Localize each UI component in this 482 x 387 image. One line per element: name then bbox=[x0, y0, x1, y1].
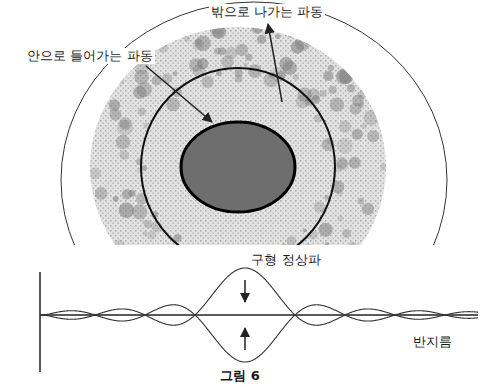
texture-blotch bbox=[347, 84, 355, 92]
texture-blotch bbox=[349, 242, 356, 245]
standing-wave-graph bbox=[40, 268, 478, 372]
texture-blotch bbox=[201, 76, 213, 88]
texture-blotch bbox=[339, 120, 351, 132]
texture-blotch bbox=[236, 44, 248, 56]
texture-blotch bbox=[133, 86, 146, 99]
texture-blotch bbox=[349, 157, 361, 169]
texture-blotch bbox=[143, 231, 148, 236]
texture-blotch bbox=[118, 78, 124, 84]
texture-blotch bbox=[193, 39, 204, 50]
outgoing-arrow bbox=[268, 24, 282, 102]
texture-blotch bbox=[210, 24, 224, 38]
sphere-figure bbox=[61, 2, 447, 245]
middle-circle bbox=[141, 68, 335, 245]
texture-blotch bbox=[303, 229, 307, 233]
texture-blotch bbox=[95, 187, 108, 200]
texture-blotch bbox=[293, 74, 299, 80]
wave-curve bbox=[42, 305, 478, 362]
texture-blotch bbox=[147, 231, 156, 240]
texture-blotch bbox=[288, 32, 294, 38]
figure-caption: 그림 6 bbox=[218, 368, 262, 384]
texture-blotch bbox=[117, 120, 133, 136]
texture-blotch bbox=[89, 167, 101, 179]
texture-blotch bbox=[109, 99, 121, 111]
down-arrow bbox=[244, 280, 246, 302]
texture-blotch bbox=[281, 243, 288, 245]
texture-blotch bbox=[325, 242, 329, 245]
texture-blotch bbox=[319, 223, 333, 237]
texture-blotch bbox=[119, 150, 129, 160]
texture-blotch bbox=[221, 56, 234, 69]
texture-blotch bbox=[275, 34, 280, 39]
texture-blotch bbox=[162, 73, 173, 84]
texture-blotch bbox=[214, 48, 221, 55]
texture-blotch bbox=[116, 135, 130, 149]
texture-blotch bbox=[342, 229, 351, 238]
texture-blotch bbox=[330, 97, 344, 111]
texture-blotch bbox=[138, 108, 146, 116]
texture-blotch bbox=[303, 244, 313, 245]
texture-blotch bbox=[134, 70, 149, 85]
incoming-arrow bbox=[146, 66, 212, 122]
texture-blotch bbox=[324, 195, 329, 200]
texture-blotch bbox=[352, 129, 363, 140]
texture-blotch bbox=[243, 63, 247, 67]
texture-blotch bbox=[323, 71, 333, 81]
texture-blotch bbox=[142, 219, 146, 223]
texture-blotch bbox=[173, 71, 178, 76]
wave-curve bbox=[42, 268, 478, 325]
texture-blotch bbox=[337, 190, 343, 196]
texture-blotch bbox=[251, 21, 264, 34]
texture-blotch bbox=[184, 36, 190, 42]
texture-blotch bbox=[337, 215, 343, 221]
texture-blotch bbox=[112, 239, 126, 245]
texture-blotch bbox=[337, 138, 353, 154]
graph-title-label: 구형 정상파 bbox=[249, 252, 322, 268]
texture-blotch bbox=[361, 123, 367, 129]
texture-blotch bbox=[287, 236, 297, 245]
vertical-axis bbox=[39, 272, 41, 372]
wave-curves bbox=[42, 268, 478, 362]
texture-blotch bbox=[381, 163, 388, 170]
texture-blotch bbox=[320, 90, 327, 97]
texture-blotch bbox=[158, 43, 168, 53]
texture-blotch bbox=[279, 57, 293, 71]
texture-blotch bbox=[329, 86, 337, 94]
texture-blotch bbox=[194, 39, 202, 47]
outgoing-wave-label: 밖으로 나가는 파동 bbox=[209, 4, 325, 20]
texture-blotch bbox=[352, 95, 364, 107]
texture-blotch bbox=[358, 198, 365, 205]
texture-blotch bbox=[291, 41, 304, 54]
texture-blotch bbox=[119, 203, 134, 218]
incoming-wave-label: 안으로 들어가는 파동 bbox=[25, 48, 154, 64]
texture-blotch bbox=[122, 189, 132, 199]
axis-label: 반지름 bbox=[411, 334, 454, 350]
outer-circle bbox=[61, 2, 447, 245]
texture-blotch bbox=[257, 35, 266, 44]
texture-blotch bbox=[336, 69, 352, 85]
texture-blotch bbox=[328, 65, 334, 71]
core-circle bbox=[181, 122, 295, 212]
texture-blotch bbox=[152, 75, 162, 85]
texture-blotch bbox=[362, 203, 374, 215]
texture-blotch bbox=[142, 165, 147, 170]
texture-blotch bbox=[364, 110, 379, 125]
texture-blotch bbox=[235, 69, 243, 77]
texture-blotch bbox=[132, 204, 147, 219]
up-arrow bbox=[244, 328, 246, 350]
texture-blotch bbox=[336, 157, 348, 169]
radius-axis bbox=[40, 314, 478, 316]
texture-blotch bbox=[113, 196, 119, 202]
texture-blotch bbox=[245, 54, 252, 61]
texture-blotch bbox=[367, 130, 379, 142]
